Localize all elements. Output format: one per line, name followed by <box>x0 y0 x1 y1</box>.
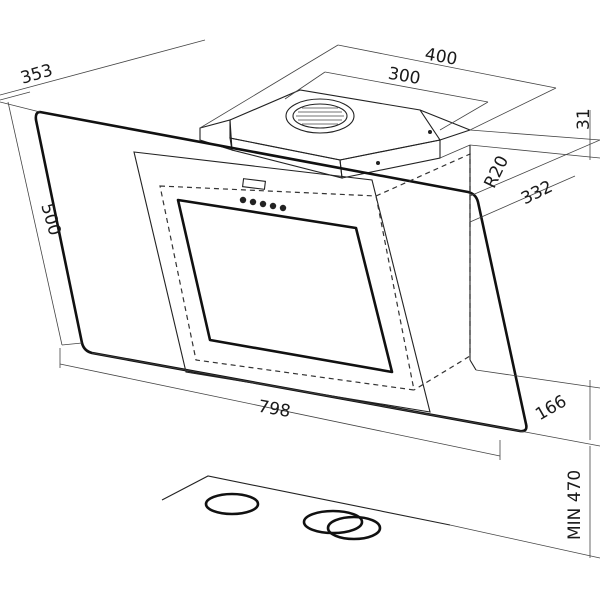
dim-500-label: 500 <box>36 201 64 238</box>
control-button-icon <box>279 204 287 212</box>
motor-housing <box>199 89 471 179</box>
burner-icon <box>326 515 382 541</box>
dimension-lines <box>0 39 600 559</box>
dim-353-label: 353 <box>18 60 55 88</box>
burner-icon <box>302 509 364 535</box>
control-button-icon <box>269 202 277 210</box>
control-panel <box>239 178 287 212</box>
dim-166-label: 166 <box>532 391 570 425</box>
burner-icon <box>204 492 260 516</box>
dim-332-label: 332 <box>518 177 556 209</box>
hidden-outline-rear <box>375 153 471 391</box>
cooktop <box>161 475 451 541</box>
fan-grille <box>285 98 355 134</box>
filter-window <box>176 198 394 374</box>
inner-frame <box>133 151 431 413</box>
control-button-icon <box>259 200 267 208</box>
control-button-icon <box>249 198 257 206</box>
glass-panel-outline <box>34 110 528 433</box>
dim-31-label: 31 <box>574 108 594 130</box>
dim-300-label: 300 <box>386 64 421 89</box>
dim-400-label: 400 <box>423 45 458 70</box>
dim-min-470-label: MIN 470 <box>565 470 585 540</box>
control-button-icon <box>239 196 247 204</box>
dim-r20-label: R20 <box>481 153 514 192</box>
dim-798-label: 798 <box>257 397 292 422</box>
hidden-outline <box>159 185 415 391</box>
display-indicator <box>241 178 267 190</box>
